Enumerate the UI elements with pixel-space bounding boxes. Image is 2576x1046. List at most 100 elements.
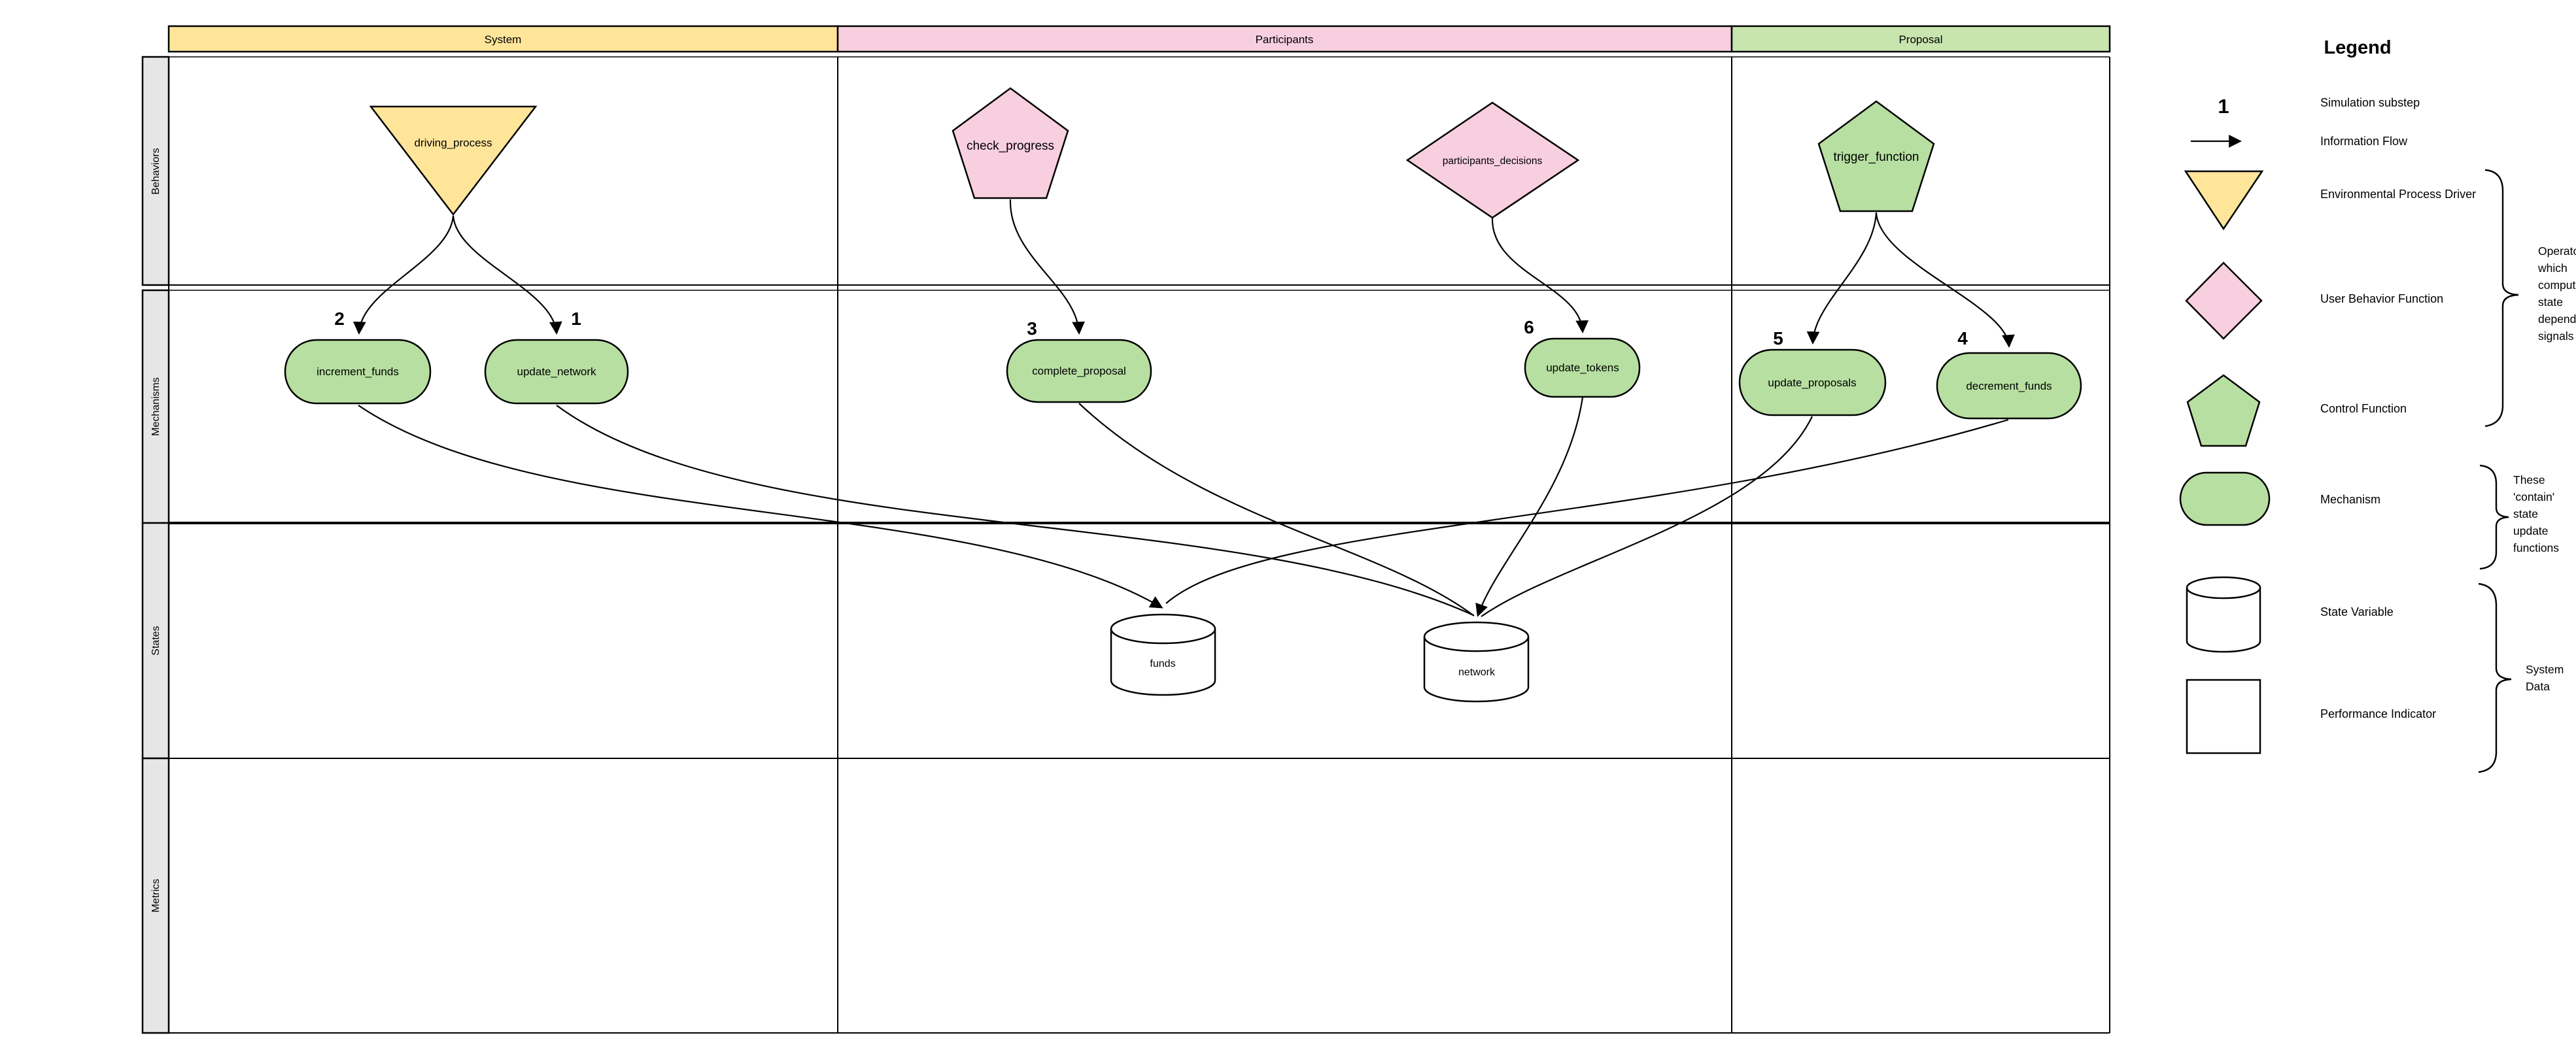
state-nodes: funds network xyxy=(1110,613,1530,703)
mechanism-nodes: increment_funds 2 update_network 1 compl… xyxy=(284,309,2082,420)
performance-indicator-icon xyxy=(2186,679,2261,754)
edge-complete-proposal-to-network xyxy=(1078,403,1475,616)
substep-number-5: 5 xyxy=(1773,328,1783,348)
note-contain-line-3: state xyxy=(2513,507,2538,520)
edge-trigger-function-to-update-proposals xyxy=(1806,212,1878,345)
column-header-participants xyxy=(836,25,1733,53)
edge-increment-funds-to-funds xyxy=(358,405,1163,609)
note-contain-line-1: These xyxy=(2513,473,2545,486)
grid-lines xyxy=(143,56,2110,1034)
column-header-proposal-label: Proposal xyxy=(1898,33,1942,46)
node-complete-proposal-label: complete_proposal xyxy=(1032,365,1126,377)
lane-label-states-text: States xyxy=(150,626,162,655)
node-check-progress-label: check_progress xyxy=(967,139,1054,153)
state-cylinder-network[interactable]: network xyxy=(1423,621,1530,703)
node-update-tokens-label: update_tokens xyxy=(1546,362,1619,374)
environmental-process-driver-icon xyxy=(2184,170,2264,231)
node-increment-funds-label: increment_funds xyxy=(317,365,399,378)
node-driving-process-label: driving_process xyxy=(414,137,492,149)
note-operators-line-5: dependent xyxy=(2538,312,2576,326)
legend-title: Legend xyxy=(2324,37,2391,58)
lane-label-states xyxy=(141,522,170,760)
legend-substep-symbol: 1 xyxy=(2218,95,2229,118)
substep-number-1: 1 xyxy=(571,309,581,329)
node-trigger-function-label: trigger_function xyxy=(1834,150,1919,164)
note-contain-line-4: update xyxy=(2513,524,2549,537)
note-operators-line-3: compute xyxy=(2538,278,2576,292)
note-system-data-line-1: System xyxy=(2526,663,2564,676)
node-decrement-funds-label: decrement_funds xyxy=(1966,380,2052,392)
note-system-data-line-2: Data xyxy=(2526,680,2550,693)
user-behavior-function-icon xyxy=(2185,262,2263,340)
edge-update-tokens-to-network xyxy=(1475,397,1584,617)
node-update-tokens[interactable] xyxy=(1524,337,1641,398)
substep-number-3: 3 xyxy=(1027,318,1037,339)
note-operators-line-2: which xyxy=(2537,262,2567,275)
edge-driving-process-to-update-network xyxy=(452,215,562,335)
lane-label-metrics xyxy=(141,757,170,1034)
substep-number-6: 6 xyxy=(1524,317,1534,337)
state-variable-icon xyxy=(2186,576,2261,653)
legend-item-performance-indicator: Performance Indicator xyxy=(2320,707,2436,720)
column-header-system-label: System xyxy=(485,33,522,46)
node-decrement-funds[interactable] xyxy=(1936,352,2082,420)
node-update-network[interactable] xyxy=(484,339,629,405)
legend-item-mechanism: Mechanism xyxy=(2320,493,2380,506)
edge-check-progress-to-complete-proposal xyxy=(1009,199,1085,335)
note-operators-line-1: Operators xyxy=(2538,245,2576,258)
lane-label-mechanisms-text: Mechanisms xyxy=(150,377,162,436)
mechanism-icon xyxy=(2179,471,2271,526)
edge-participants-decisions-to-update-tokens xyxy=(1491,218,1589,333)
column-header-participants-label: Participants xyxy=(1256,33,1314,46)
substep-number-2: 2 xyxy=(334,309,345,329)
node-driving-process[interactable] xyxy=(369,105,538,216)
column-headers: System Participants Proposal xyxy=(167,25,2111,53)
lane-label-behaviors-text: Behaviors xyxy=(150,148,162,194)
note-operators-line-6: signals xyxy=(2538,329,2574,343)
note-contain: These 'contain' state update functions xyxy=(2513,473,2559,554)
node-increment-funds[interactable] xyxy=(284,339,432,405)
node-trigger-function[interactable] xyxy=(1817,100,1935,212)
edge-driving-process-to-increment-funds xyxy=(352,215,455,335)
legend-item-state-variable: State Variable xyxy=(2320,605,2394,618)
state-cylinder-funds[interactable]: funds xyxy=(1110,613,1216,696)
note-operators-line-4: state xyxy=(2538,295,2563,309)
node-update-network-label: update_network xyxy=(517,365,596,378)
node-update-proposals-label: update_proposals xyxy=(1768,377,1856,389)
node-update-proposals[interactable] xyxy=(1738,348,1887,416)
column-header-proposal xyxy=(1730,25,2111,53)
node-check-progress[interactable] xyxy=(952,87,1069,199)
legend-item-environmental-process-driver: Environmental Process Driver xyxy=(2320,188,2476,201)
edge-trigger-function-to-decrement-funds xyxy=(1875,212,2015,348)
column-header-system xyxy=(167,25,839,53)
lane-label-metrics-text: Metrics xyxy=(150,879,162,913)
note-contain-line-5: functions xyxy=(2513,541,2559,554)
brace-contain-note xyxy=(2479,464,2509,570)
legend-item-simulation-substep: Simulation substep xyxy=(2320,96,2420,109)
control-function-icon xyxy=(2186,374,2261,447)
note-contain-line-2: 'contain' xyxy=(2513,490,2554,503)
node-participants-decisions[interactable] xyxy=(1405,101,1580,219)
legend-item-information-flow: Information Flow xyxy=(2320,135,2408,148)
state-network-label: network xyxy=(1458,667,1496,678)
note-system-data: System Data xyxy=(2526,663,2564,693)
edge-update-network-to-network xyxy=(556,405,1474,616)
edge-update-proposals-to-network xyxy=(1481,416,1813,617)
brace-operators-note xyxy=(2484,169,2519,428)
state-funds-label: funds xyxy=(1150,658,1175,669)
row-lane-labels: Behaviors Mechanisms States Metrics xyxy=(141,56,170,1034)
behavior-nodes: driving_process check_progress participa… xyxy=(369,87,1935,219)
legend: Legend 1 Simulation substep Information … xyxy=(2179,37,2576,773)
legend-item-control-function: Control Function xyxy=(2320,402,2407,415)
brace-system-data-note xyxy=(2478,582,2512,773)
edge-decrement-funds-to-funds xyxy=(1165,418,2009,604)
legend-item-user-behavior-function: User Behavior Function xyxy=(2320,292,2443,305)
node-complete-proposal[interactable] xyxy=(1006,339,1152,403)
lane-label-behaviors xyxy=(141,56,170,286)
lane-label-mechanisms xyxy=(141,289,170,524)
substep-number-4: 4 xyxy=(1957,328,1968,348)
node-participants-decisions-label: participants_decisions xyxy=(1443,156,1543,167)
information-flow-edges xyxy=(352,199,2015,617)
